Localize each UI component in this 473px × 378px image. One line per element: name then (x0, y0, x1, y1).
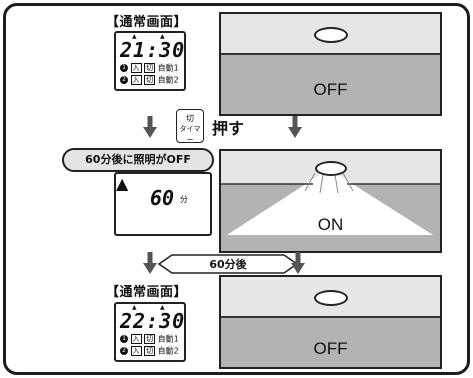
ceiling (221, 277, 440, 318)
wall (221, 55, 440, 114)
bullet-number: 2 (120, 76, 128, 84)
ceiling-lamp-icon (314, 290, 348, 306)
timer-unit: 分 (180, 195, 188, 204)
transition-label: 60分後 (209, 258, 247, 271)
timer-callout: 60分後に照明がOFF (62, 148, 214, 172)
on-box: 入 (130, 63, 142, 73)
bottom-room-status: OFF (313, 339, 348, 358)
off-timer-button[interactable]: 切 タイマー (176, 109, 204, 144)
bottom-screen-title: 【通常画面】 (106, 285, 188, 300)
middle-room-status: ON (317, 215, 344, 234)
bullet-number: 1 (120, 335, 128, 343)
top-remote-display: ▲ ▲ 21:30 1 入 切 自動1 2 入 切 自動2 (114, 31, 186, 91)
off-box: 切 (144, 63, 156, 73)
mode-label: 自動1 (157, 334, 179, 344)
off-timer-label: 切 (186, 114, 194, 123)
timer-label: タイマー (179, 125, 201, 144)
push-instruction: 押す (212, 119, 245, 138)
bullet-number: 1 (120, 64, 128, 72)
top-mode-row-1: 1 入 切 自動1 (120, 63, 179, 74)
tick-mark: ▲ (116, 174, 129, 193)
bottom-remote-display: ▲ ▲ 22:30 1 入 切 自動1 2 入 切 自動2 (114, 302, 186, 362)
tick-mark: ▲ (160, 304, 165, 311)
top-room-status: OFF (313, 80, 348, 99)
down-arrow-icon (143, 252, 157, 274)
down-arrow-icon (291, 252, 305, 274)
top-clock-time: 21:30 (120, 38, 186, 62)
ceiling-lamp-icon (314, 27, 348, 43)
tick-mark: ▲ (132, 304, 137, 311)
bottom-room-illustration: OFF (219, 275, 442, 369)
down-arrow-icon (288, 116, 302, 138)
tick-mark: ▲ (160, 33, 165, 40)
bottom-clock-time: 22:30 (120, 309, 186, 333)
bottom-mode-row-1: 1 入 切 自動1 (120, 334, 179, 345)
off-box: 切 (144, 334, 156, 344)
top-mode-row-2: 2 入 切 自動2 (120, 75, 179, 86)
on-box: 入 (130, 75, 142, 85)
tick-mark: ▲ (132, 33, 137, 40)
ceiling-lamp-icon (315, 161, 347, 176)
bottom-mode-row-2: 2 入 切 自動2 (120, 346, 179, 357)
on-box: 入 (130, 334, 142, 344)
mode-label: 自動2 (157, 75, 179, 85)
down-arrow-icon (143, 116, 157, 138)
mode-label: 自動1 (157, 63, 179, 73)
on-box: 入 (130, 346, 142, 356)
mode-label: 自動2 (157, 346, 179, 356)
timer-remote-display: ▲ 60 分 (114, 172, 212, 236)
top-screen-title: 【通常画面】 (106, 15, 188, 30)
middle-room-illustration: ON (219, 149, 442, 253)
off-box: 切 (144, 346, 156, 356)
bullet-number: 2 (120, 347, 128, 355)
off-box: 切 (144, 75, 156, 85)
top-room-illustration: OFF (219, 12, 442, 116)
wall (221, 318, 440, 367)
timer-value: 60 (150, 186, 175, 210)
